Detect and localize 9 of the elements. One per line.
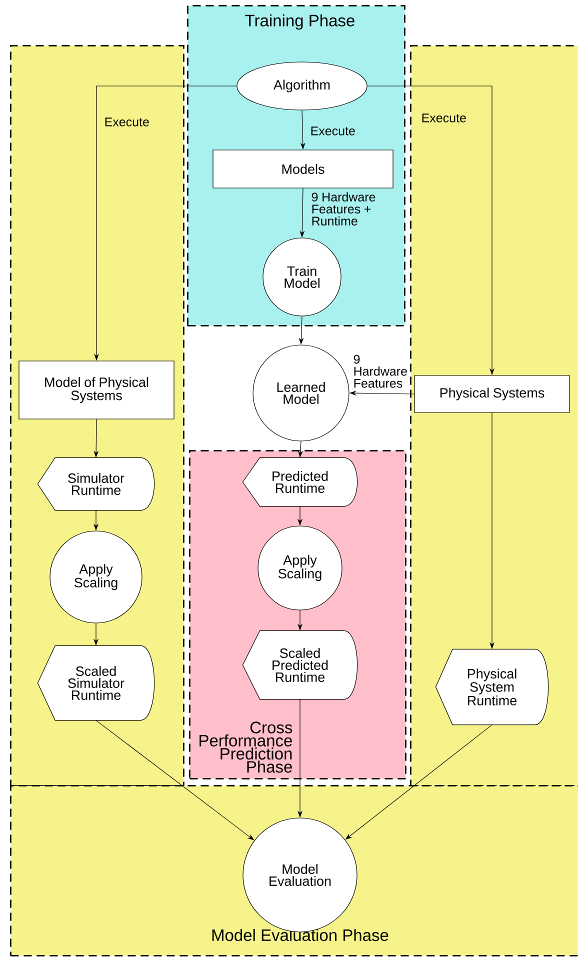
edge-label: Execute [422, 114, 466, 122]
process-box: Models [212, 150, 394, 188]
oval-node: Algorithm [236, 62, 368, 110]
process-box: Model of Physical Systems [18, 360, 174, 420]
edge-label: Execute [311, 126, 355, 136]
edge-label: Execute [105, 118, 149, 126]
edge-label: 9 Hardware Features + Runtime [312, 192, 376, 226]
process-box: Physical Systems [414, 375, 570, 413]
edge-label: 9 Hardware Features [354, 354, 407, 388]
